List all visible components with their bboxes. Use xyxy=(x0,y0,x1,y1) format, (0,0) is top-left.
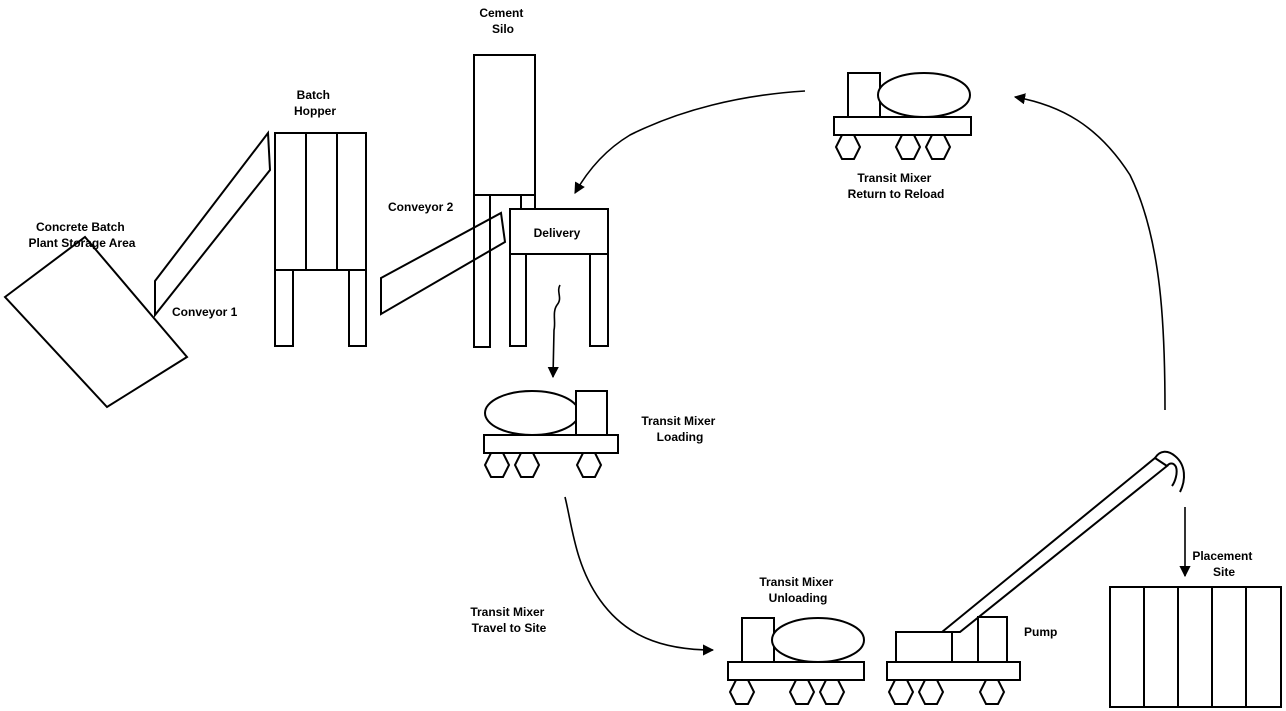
conveyor-2 xyxy=(380,211,507,316)
travel-to-site-arrow xyxy=(564,496,715,656)
return-to-delivery-arrow xyxy=(574,90,806,194)
delivery-label: Delivery xyxy=(534,226,581,240)
cement-silo xyxy=(473,54,536,348)
delivery-hopper xyxy=(509,208,609,347)
storage-area xyxy=(3,235,189,409)
mixer-travel-label: Transit Mixer Travel to Site xyxy=(470,605,547,635)
return-trip-arrow xyxy=(1013,93,1166,411)
placement-site xyxy=(1109,586,1282,708)
pump-truck xyxy=(886,450,1185,705)
conveyor-1-label: Conveyor 1 xyxy=(172,305,238,319)
conveyor-1 xyxy=(154,130,272,318)
storage-area-label: Concrete Batch Plant Storage Area xyxy=(29,220,136,250)
mixer-loading-label: Transit Mixer Loading xyxy=(641,414,718,444)
pump-label: Pump xyxy=(1024,625,1057,639)
mixer-loading-truck xyxy=(483,390,619,478)
batch-hopper-label: Batch Hopper xyxy=(294,88,336,118)
cement-silo-label: Cement Silo xyxy=(479,6,526,36)
mixer-unloading-truck xyxy=(727,617,865,705)
delivery-to-mixer-arrow xyxy=(547,284,561,379)
conveyor-2-label: Conveyor 2 xyxy=(388,200,454,214)
mixer-return-truck xyxy=(833,72,972,160)
mixer-unloading-label: Transit Mixer Unloading xyxy=(759,575,836,605)
batch-hopper xyxy=(274,132,367,347)
placement-site-label: Placement Site xyxy=(1192,549,1255,579)
mixer-return-label: Transit Mixer Return to Reload xyxy=(848,171,945,201)
